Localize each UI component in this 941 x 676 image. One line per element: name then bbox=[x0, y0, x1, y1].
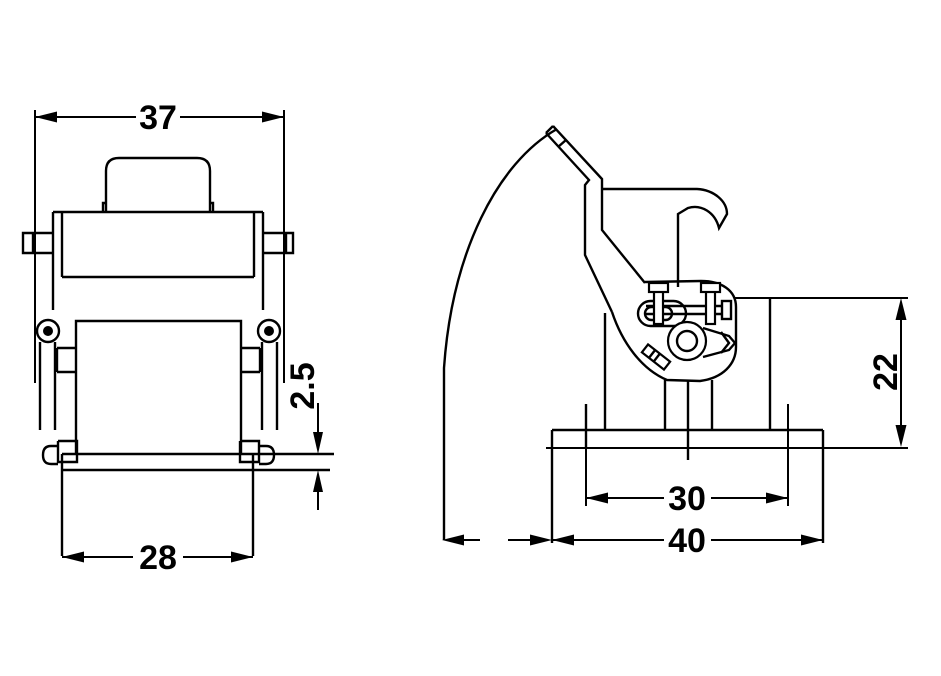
front-view: 37 28 2.5 bbox=[21, 99, 334, 577]
dim-label-panel-thickness: 2.5 bbox=[284, 362, 322, 409]
side-view: 30 40 22 bbox=[442, 125, 908, 560]
pivot-circle bbox=[666, 320, 708, 362]
dimension-22: 22 bbox=[867, 298, 907, 447]
dimension-40: 40 bbox=[508, 522, 823, 560]
dim-label-mount-spacing: 30 bbox=[668, 480, 706, 518]
dimension-30: 30 bbox=[586, 480, 788, 518]
dim-label-base-width: 28 bbox=[139, 539, 177, 577]
hinge-hardware bbox=[636, 281, 737, 372]
dimension-2-5: 2.5 bbox=[284, 362, 323, 510]
dimension-28: 28 bbox=[62, 539, 253, 577]
dimension-37: 37 bbox=[35, 99, 284, 137]
dim-label-front-width: 37 bbox=[139, 99, 177, 137]
dim-label-height: 22 bbox=[867, 353, 905, 391]
lever-swing-arc bbox=[442, 127, 558, 540]
dim-label-flange-width: 40 bbox=[668, 522, 706, 560]
